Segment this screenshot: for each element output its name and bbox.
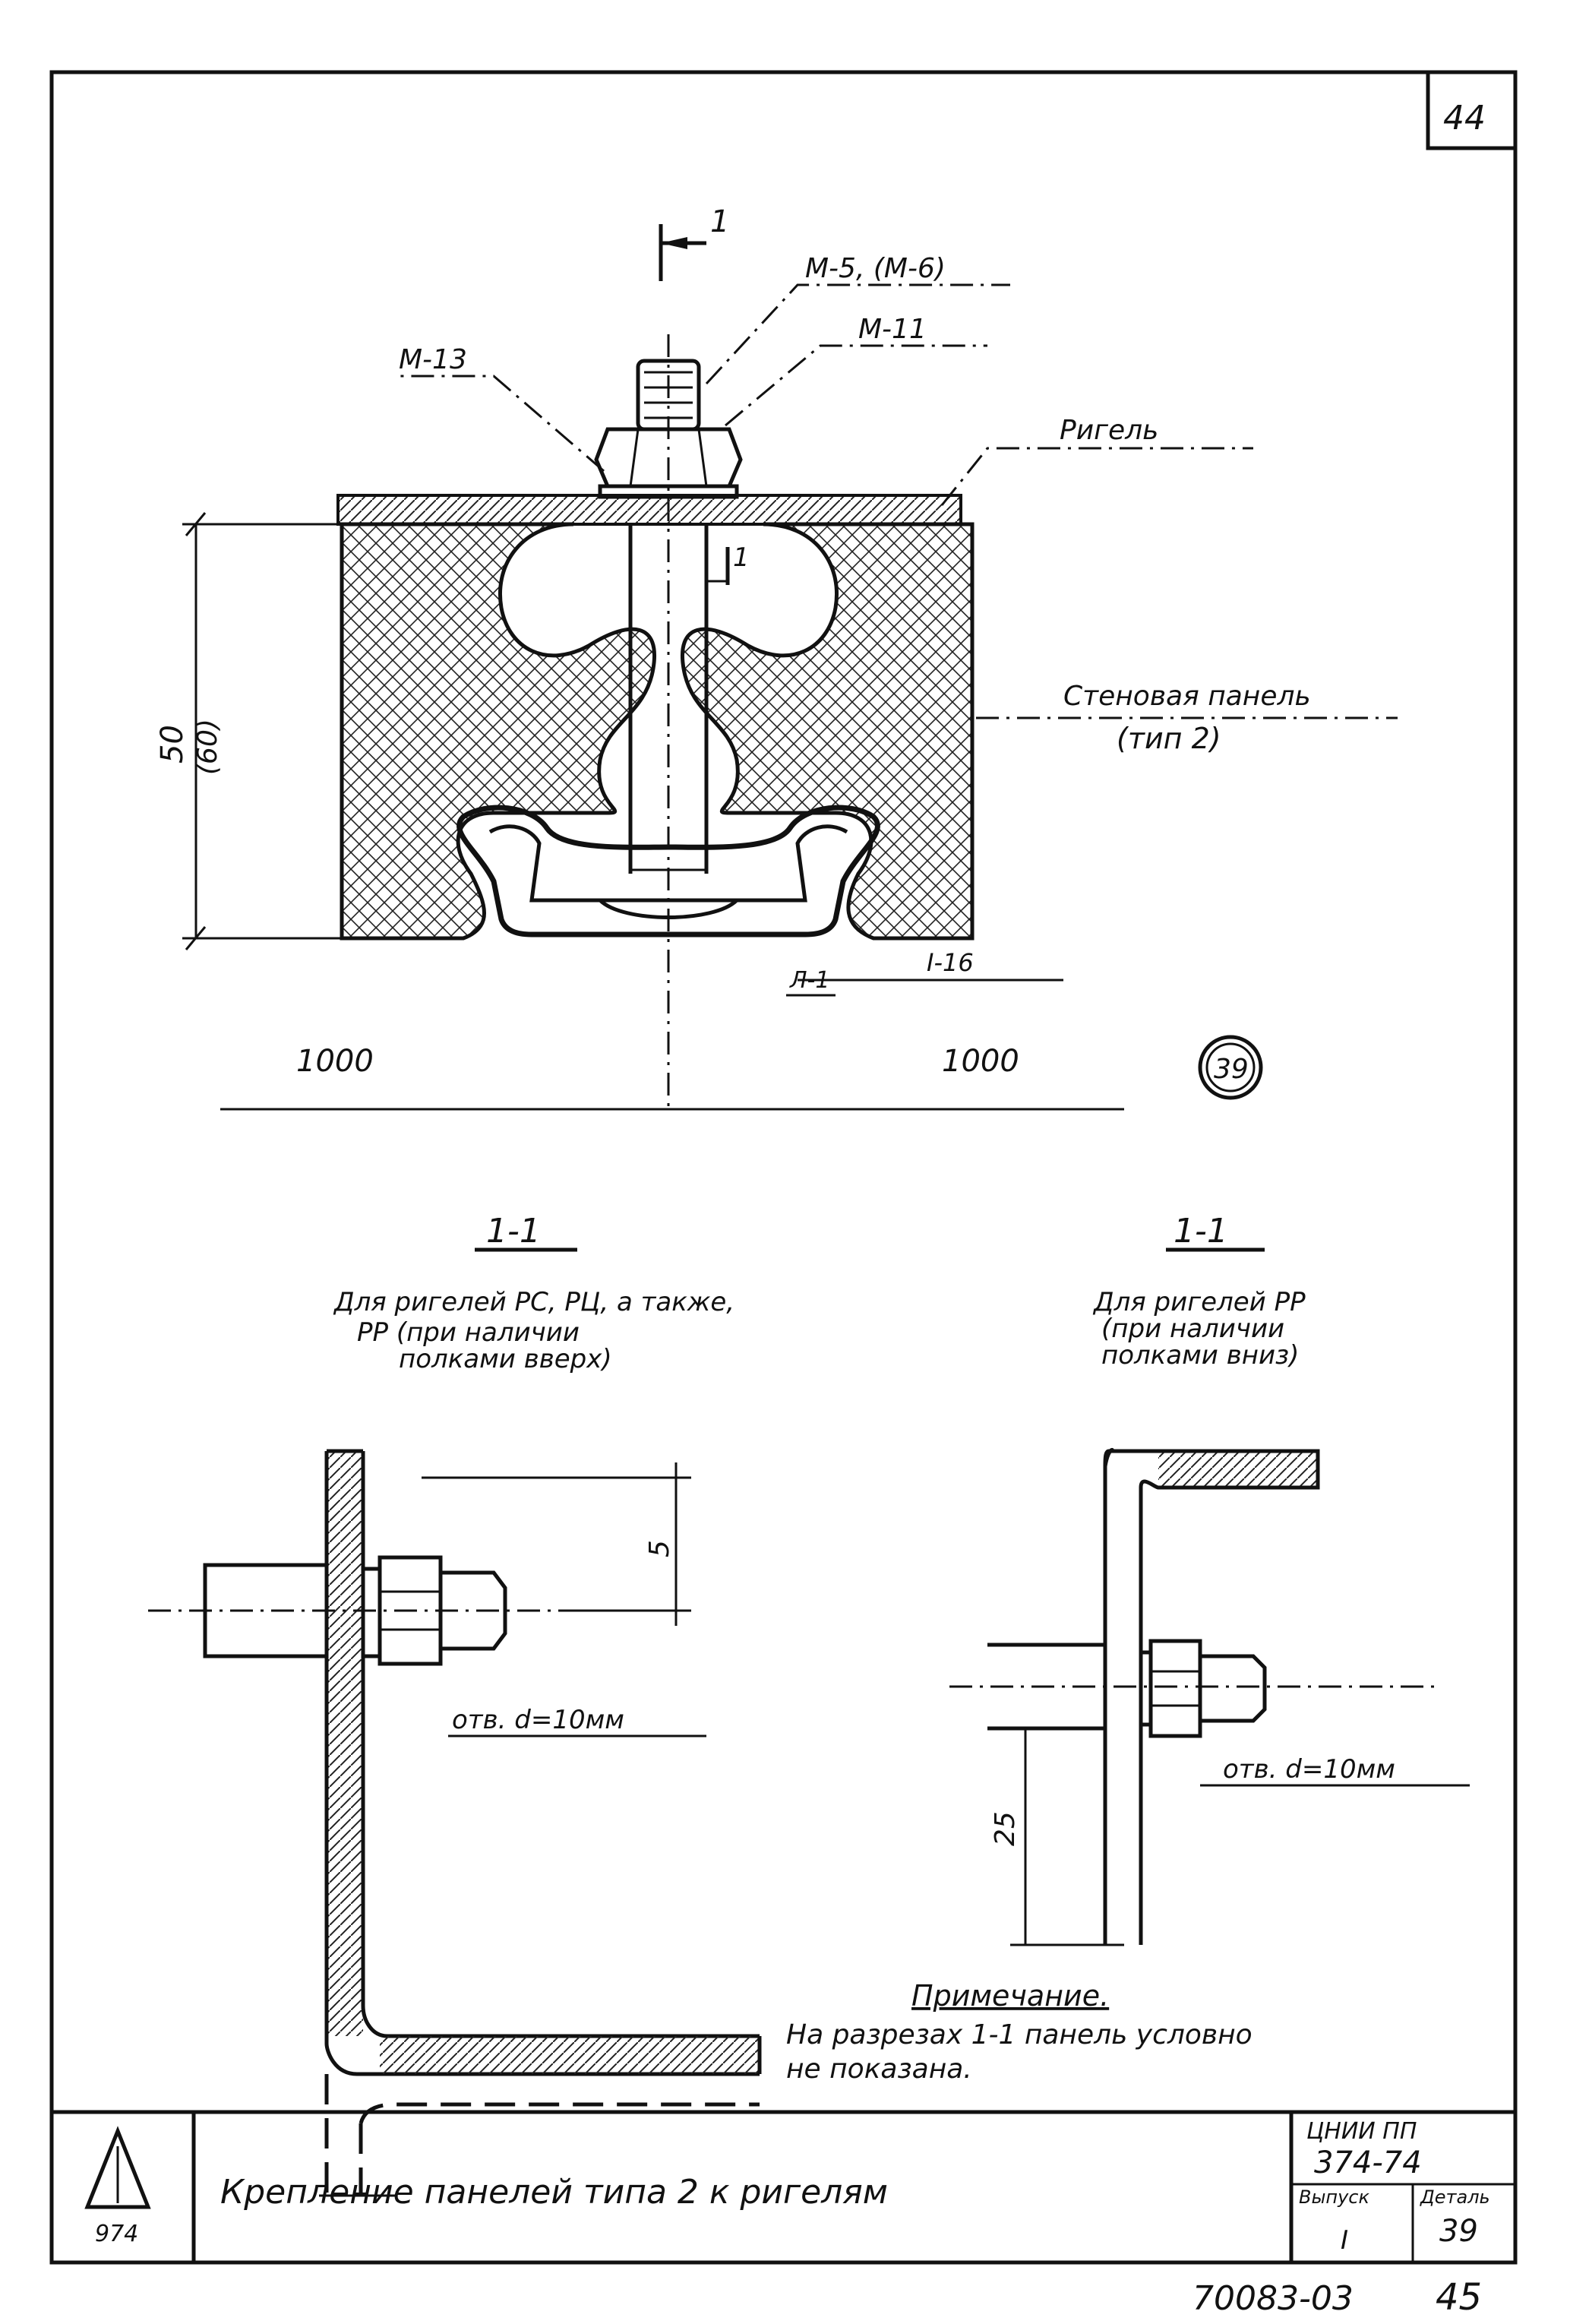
note-title: Примечание. [911,1979,1109,2013]
section-mark-top: 1 [710,204,729,239]
callout-panel: Стеновая панель [1063,681,1311,712]
dim-height: 50 [155,725,190,764]
title-sheet-label: Деталь [1420,2186,1490,2208]
sheet-frame [49,70,1518,2265]
section-right-title: 1-1 [1174,1212,1228,1251]
section-left-caption-3: полками вверх) [399,1344,612,1374]
dim-left-span: 1000 [296,1044,374,1079]
title-series-1: ЦНИИ ПП [1306,2118,1417,2145]
sheet-number: 44 [1443,99,1486,138]
section-left-title: 1-1 [486,1212,541,1251]
section-right-caption-3: полками вниз) [1101,1340,1299,1371]
title-issue-label: Выпуск [1299,2186,1370,2208]
callout-rigel: Ригель [1060,415,1158,446]
section-right-caption-1: Для ригелей РР [1092,1287,1306,1317]
panel-right [681,522,975,941]
footer-stamp: 70083-03 [1193,2279,1354,2318]
section-right-hole: отв. d=10мм [1223,1754,1395,1785]
note-line-1: На разрезах 1-1 панель условно [786,2019,1253,2050]
rigel-plate [336,494,962,526]
section-left-dim: 5 [644,1540,675,1557]
callout-l1: Л-1 [789,967,829,994]
section-left-hole: отв. d=10мм [452,1705,624,1735]
title-series-2: 374-74 [1314,2145,1422,2180]
callout-m11: М-11 [858,314,927,345]
section-mark-inner: 1 [733,542,750,573]
footer-number: 45 [1436,2276,1482,2319]
title-issue-value: I [1341,2225,1348,2256]
callout-m13: М-13 [399,344,467,375]
section-right-dim: 25 [990,1811,1021,1846]
callout-panel-type: (тип 2) [1117,722,1221,755]
note-line-2: не показана. [786,2054,972,2085]
section-right-drawing [949,1247,1470,1946]
section-left-caption-1: Для ригелей РС, РЦ, а также, [333,1287,734,1317]
node-number: 39 [1214,1054,1249,1085]
title-text: Крепление панелей типа 2 к ригелям [220,2173,888,2212]
top-view-drawing [182,224,1398,1111]
dim-height-alt: (60) [192,719,223,775]
callout-i16: I-16 [927,948,974,977]
section-left-caption-2: РР (при наличии [357,1317,580,1348]
title-sheet-value: 39 [1439,2214,1478,2249]
title-block [52,2110,1515,2262]
panel-left [340,522,656,941]
section-left-drawing [148,1247,762,2197]
callout-m5: М-5, (М-6) [805,253,946,284]
dim-right-span: 1000 [942,1044,1019,1079]
title-left-code: 974 [95,2221,138,2247]
section-right-caption-2: (при наличии [1101,1314,1284,1344]
